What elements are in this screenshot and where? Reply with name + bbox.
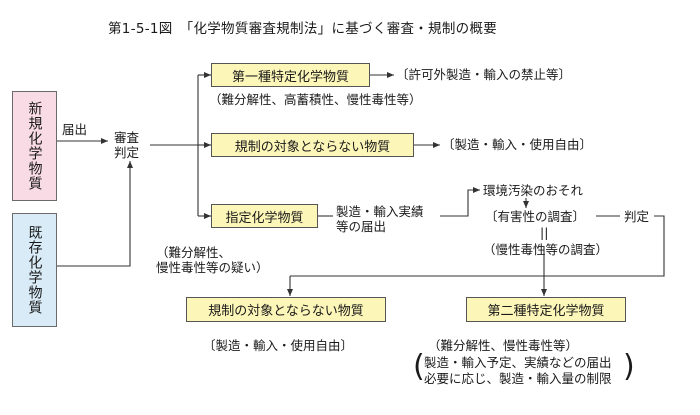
suspicion-label: （難分解性、 慢性毒性等の疑い） bbox=[156, 245, 269, 275]
equals-mark: || bbox=[540, 225, 549, 240]
unregulated-bottom-note: 〔製造・輸入・使用自由〕 bbox=[203, 338, 354, 353]
new-substance-box: 新規化学物質 bbox=[12, 91, 57, 201]
class1-note: 〔許可外製造・輸入の禁止等〕 bbox=[396, 67, 572, 82]
designated-substance-box: 指定化学物質 bbox=[211, 204, 318, 228]
arrow-to-pollution-risk bbox=[440, 187, 480, 217]
unregulated-top-box: 規制の対象とならない物質 bbox=[211, 133, 414, 157]
existing-substance-label: 既存化学物質 bbox=[26, 225, 43, 315]
designated-report-label: 製造・輸入実績 等の届出 bbox=[336, 204, 424, 234]
class1-substance-box: 第一種特定化学物質 bbox=[211, 63, 370, 87]
existing-substance-box: 既存化学物質 bbox=[12, 213, 57, 327]
designated-substance-label: 指定化学物質 bbox=[225, 210, 304, 226]
harm-survey-label: 〔有害性の調査〕 bbox=[485, 209, 586, 224]
unregulated-bottom-box: 規制の対象とならない物質 bbox=[186, 297, 386, 322]
class2-paren-open: ( bbox=[413, 349, 425, 384]
figure-title: 第1-5-1図 「化学物質審査規制法」に基づく審査・規制の概要 bbox=[108, 21, 498, 37]
unregulated-top-note: 〔製造・輸入・使用自由〕 bbox=[442, 137, 593, 152]
unregulated-bottom-label: 規制の対象とならない物質 bbox=[208, 304, 364, 319]
judgment-label: 判定 bbox=[624, 209, 650, 224]
notification-label: 届出 bbox=[62, 122, 88, 137]
class1-substance-label: 第一種特定化学物質 bbox=[231, 69, 349, 85]
new-substance-label: 新規化学物質 bbox=[26, 101, 43, 191]
class2-measure-report: 製造・輸入予定、実績などの届出 bbox=[424, 355, 612, 370]
class2-paren-close: ) bbox=[623, 349, 635, 384]
class1-criteria: （難分解性、高蓄積性、慢性毒性等） bbox=[209, 92, 422, 107]
arrow-existing-to-review bbox=[57, 161, 133, 267]
class2-measure-limit: 必要に応じ、製造・輸入量の制限 bbox=[424, 371, 612, 386]
unregulated-top-label: 規制の対象とならない物質 bbox=[234, 139, 391, 155]
review-judgment-label: 審査 判定 bbox=[114, 130, 140, 160]
class2-substance-box: 第二種特定化学物質 bbox=[466, 297, 626, 322]
pollution-risk-label: 環境汚染のおそれ bbox=[483, 183, 584, 198]
line-judgment-down bbox=[544, 215, 665, 277]
class2-criteria: （難分解性、慢性毒性等） bbox=[428, 338, 579, 353]
chronic-survey-label: （慢性毒性等の調査） bbox=[483, 242, 609, 257]
class2-substance-label: 第二種特定化学物質 bbox=[487, 304, 605, 319]
